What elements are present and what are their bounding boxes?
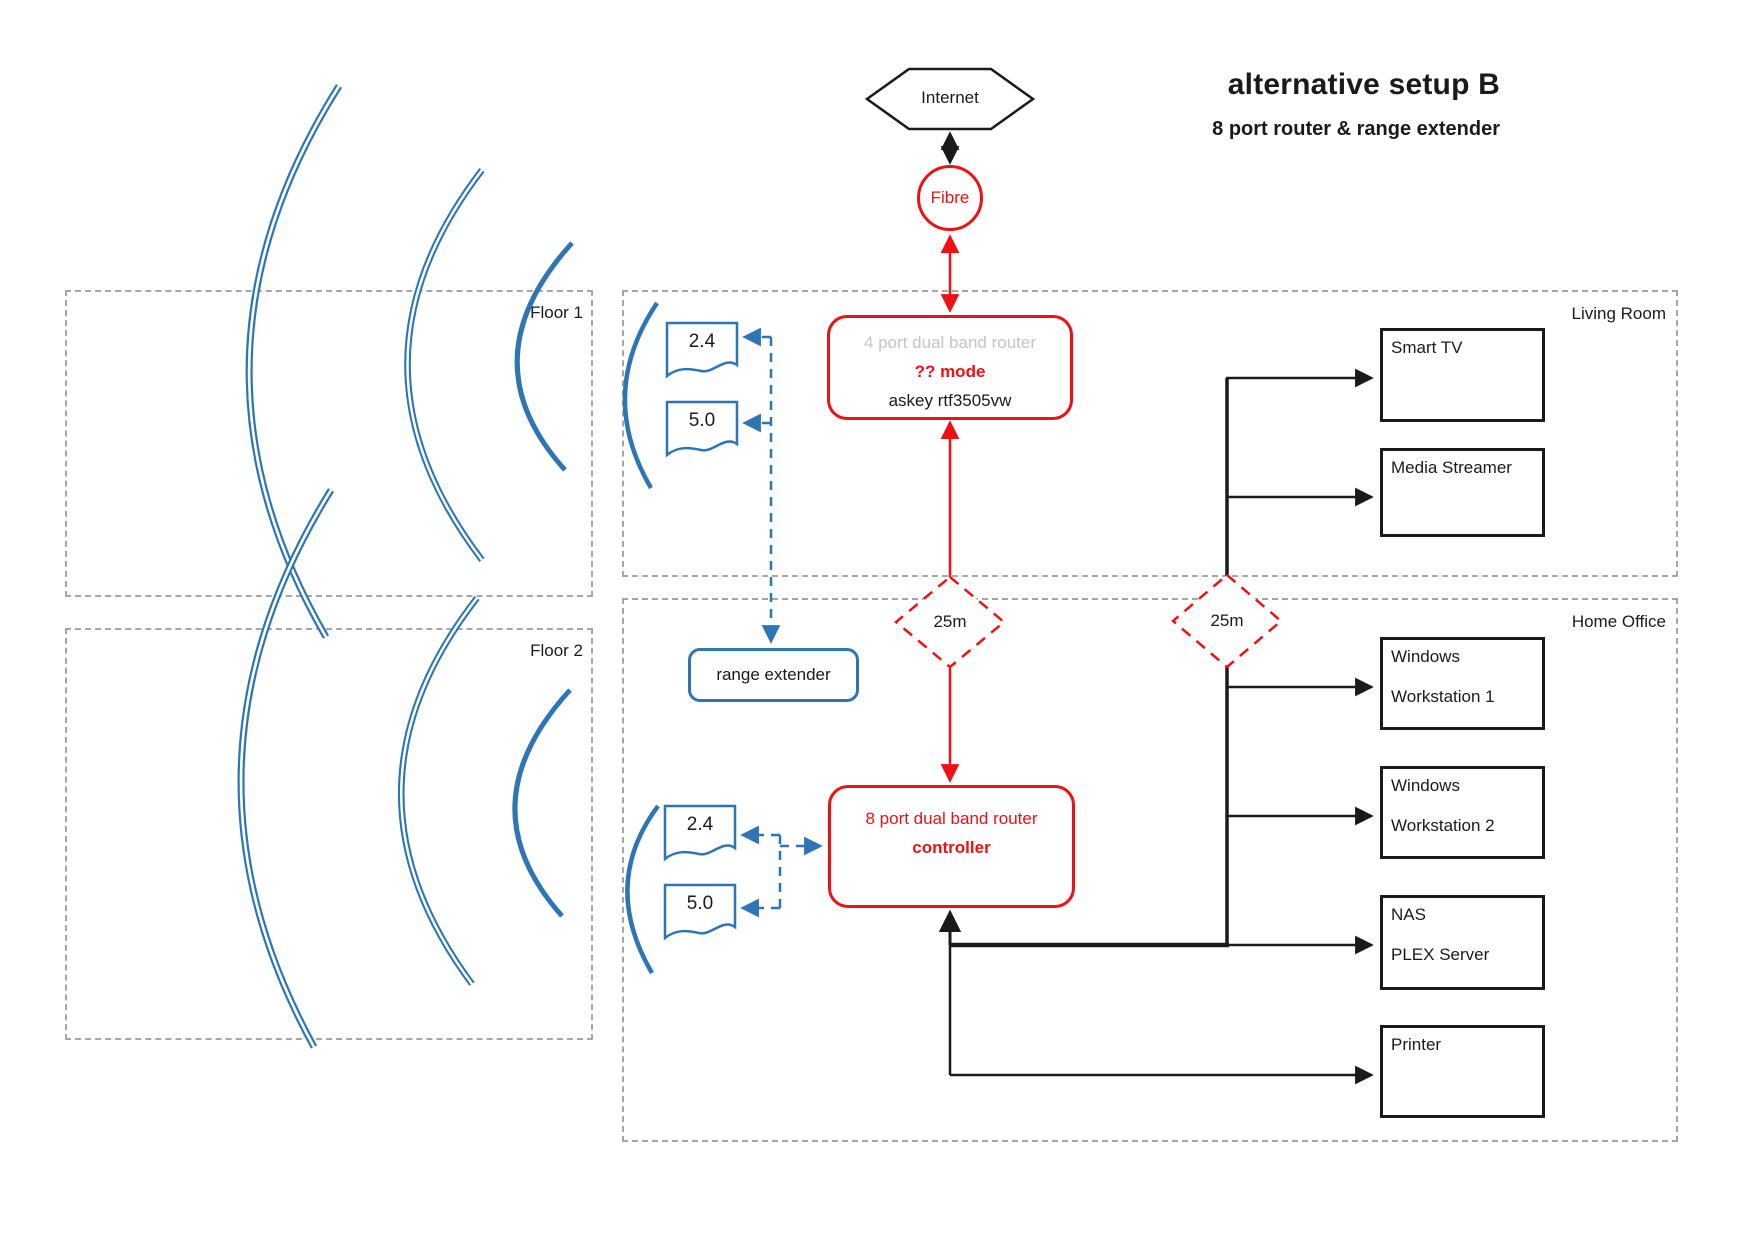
router-4port-node: 4 port dual band router ?? mode askey rt… <box>827 315 1073 420</box>
device-workstation-2: Windows Workstation 2 <box>1380 766 1545 859</box>
router-4port-mode: ?? mode <box>914 362 986 381</box>
device-smart-tv: Smart TV <box>1380 328 1545 422</box>
fibre-node: Fibre <box>917 165 983 231</box>
page-subtitle: 8 port router & range extender <box>1212 118 1500 140</box>
device-label: Workstation 2 <box>1391 816 1495 835</box>
router-4port-name: 4 port dual band router <box>863 333 1036 352</box>
internet-node-label: Internet <box>921 88 979 107</box>
router-8port-node: 8 port dual band router controller <box>828 785 1075 908</box>
device-label: Printer <box>1391 1035 1442 1054</box>
band-floor2-50-label: 5.0 <box>686 893 714 914</box>
region-floor1-label: Floor 1 <box>530 303 583 322</box>
router-8port-name: 8 port dual band router <box>865 809 1038 828</box>
band-floor1-24-shape <box>665 321 739 379</box>
wireless-links-floor1 <box>742 327 781 644</box>
header: alternative setup B 8 port router & rang… <box>1212 68 1500 141</box>
distance-right-label: 25m <box>1210 611 1244 630</box>
region-living-room: Living Room <box>622 290 1678 577</box>
device-media-streamer: Media Streamer <box>1380 448 1545 537</box>
range-extender-label: range extender <box>716 665 831 684</box>
router-4port-model: askey rtf3505vw <box>888 391 1012 410</box>
range-extender-node: range extender <box>688 648 859 702</box>
device-label: Windows <box>1391 776 1460 795</box>
band-floor2-24-label: 2.4 <box>686 814 714 835</box>
router-8port-role: controller <box>912 838 991 857</box>
device-nas-plex: NAS PLEX Server <box>1380 895 1545 990</box>
device-label: Media Streamer <box>1391 458 1512 477</box>
region-living-room-label: Living Room <box>1571 304 1667 323</box>
page-title: alternative setup B <box>1227 68 1500 101</box>
region-floor2-label: Floor 2 <box>530 641 583 660</box>
band-floor2-24-shape <box>663 804 737 862</box>
device-label: PLEX Server <box>1391 945 1490 964</box>
wireless-links-floor2 <box>740 825 823 918</box>
band-floor2-50-shape <box>663 883 737 941</box>
region-home-office: Home Office <box>622 598 1678 1142</box>
band-shapes <box>663 321 739 941</box>
band-floor1-50-label: 5.0 <box>688 410 716 431</box>
region-floor2: Floor 2 <box>65 628 593 1040</box>
distance-diamond-right <box>1171 573 1283 669</box>
device-label: Windows <box>1391 647 1460 666</box>
device-label: NAS <box>1391 905 1426 924</box>
region-floor1: Floor 1 <box>65 290 593 597</box>
fibre-node-label: Fibre <box>930 188 970 207</box>
device-label: Smart TV <box>1391 338 1463 357</box>
region-home-office-label: Home Office <box>1571 612 1666 631</box>
distance-diamond-left <box>894 575 1006 669</box>
band-floor1-24-label: 2.4 <box>688 331 716 352</box>
distance-left-label: 25m <box>933 612 967 631</box>
device-label: Workstation 1 <box>1391 687 1495 706</box>
wifi-arcs-floor1 <box>245 84 659 639</box>
wifi-arcs-floor2 <box>237 488 660 1049</box>
internet-hexagon <box>864 67 1036 131</box>
device-workstation-1: Windows Workstation 1 <box>1380 637 1545 730</box>
device-printer: Printer <box>1380 1025 1545 1118</box>
band-floor1-50-shape <box>665 400 739 458</box>
